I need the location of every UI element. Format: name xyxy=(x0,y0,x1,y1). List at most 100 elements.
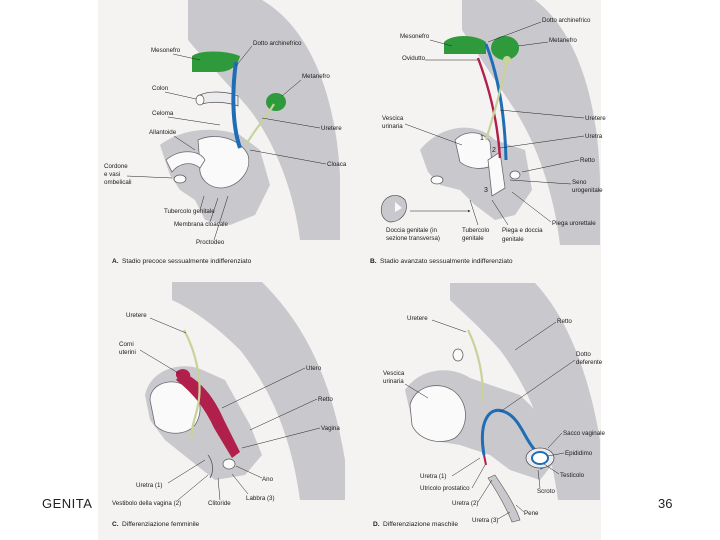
label-a-colon: Colon xyxy=(152,85,169,92)
caption-b: Stadio avanzato sessualmente indifferenz… xyxy=(380,258,513,265)
label-d-uretra1: Uretra (1) xyxy=(420,473,446,480)
label-b-genitale: genitale xyxy=(462,235,484,242)
label-d-uretere: Uretere xyxy=(407,315,428,322)
label-d-dotto: Dotto xyxy=(576,351,591,358)
label-a-tubercolo-genitale: Tubercolo genitale xyxy=(164,208,215,215)
label-c-vestibolo: Vestibolo della vagina (2) xyxy=(112,500,181,507)
panel-d-ureter xyxy=(467,329,484,403)
label-d-retto: Retto xyxy=(557,318,572,325)
panel-d: Uretere Retto Vescica urinaria Dotto def… xyxy=(373,283,606,528)
panel-d-ureter-end xyxy=(452,348,464,362)
panel-b-urogenital-sinus xyxy=(487,151,506,197)
label-d-scroto: Scroto xyxy=(537,488,555,495)
panel-c-anus xyxy=(222,458,236,470)
label-b-n1: 1 xyxy=(480,135,484,142)
label-b-genitale2: genitale xyxy=(502,236,524,243)
caption-d-letter: D. xyxy=(373,521,380,528)
panel-a-colon xyxy=(199,91,239,107)
panel-b-rectum xyxy=(509,170,521,180)
label-d-epididimo: Epididimo xyxy=(565,450,593,457)
label-d-pene: Pene xyxy=(524,510,539,517)
label-b-ovidutto: Ovidutto xyxy=(402,55,426,62)
label-b-retto: Retto xyxy=(580,157,595,164)
label-a-uretere: Uretere xyxy=(321,125,342,132)
label-a-ombelicali: ombelicali xyxy=(104,179,132,186)
label-a-e-vasi: e vasi xyxy=(104,171,120,178)
label-b-piega-urorettale: Piega urorettale xyxy=(552,220,596,227)
slide-page-number: 36 xyxy=(658,496,673,511)
panel-c-bladder xyxy=(149,381,201,434)
caption-d: Differenziazione maschile xyxy=(383,521,458,528)
label-b-uretere: Uretere xyxy=(585,115,606,122)
label-a-celoma: Celoma xyxy=(152,110,174,117)
label-c-vagina: Vagina xyxy=(321,425,340,432)
panel-b-body-wall xyxy=(420,127,532,220)
label-b-metanefro: Metanefro xyxy=(549,37,577,44)
label-d-uretra2: Uretra (2) xyxy=(452,500,478,507)
panel-a-metanephros xyxy=(266,93,286,111)
label-b-piega-e-doccia: Piega e doccia xyxy=(502,227,543,234)
panel-b-ureter xyxy=(484,59,509,141)
panel-d-testis xyxy=(531,451,549,465)
label-c-labbra: Labbra (3) xyxy=(246,495,275,502)
label-c-uretra: Uretra (1) xyxy=(136,482,162,489)
panel-c-dorsal-tissue xyxy=(172,282,345,500)
label-b-n3: 3 xyxy=(484,187,488,194)
label-d-uretra3: Uretra (3) xyxy=(472,517,498,524)
label-c-clitoride: Clitoride xyxy=(208,500,231,507)
label-c-uterini: uterini xyxy=(119,349,136,356)
caption-c: Differenziazione femminile xyxy=(122,521,200,528)
label-a-metanefro: Metanefro xyxy=(302,73,330,80)
label-a-proctodeo: Proctodeo xyxy=(196,239,225,246)
label-b-sezione-trasversa: sezione transversa) xyxy=(386,235,440,242)
label-b-vescica: Vescica xyxy=(382,115,404,122)
label-b-tubercolo: Tubercolo xyxy=(462,227,490,234)
panel-d-dorsal-tissue xyxy=(450,283,600,500)
label-b-dotto-archinefrico: Dotto archinefrico xyxy=(542,17,591,24)
label-d-vescica: Vescica xyxy=(383,370,405,377)
label-a-membrana-cloacale: Membrana cloacale xyxy=(174,221,229,228)
panel-b-ureter-bud xyxy=(503,56,511,64)
label-b-seno: Seno xyxy=(572,179,587,186)
label-c-corni: Corni xyxy=(119,341,134,348)
panel-a-mesonephros xyxy=(192,51,240,72)
panel-d-utricle xyxy=(483,454,487,466)
panel-a-cloaca xyxy=(197,136,250,189)
label-a-cordone: Cordone xyxy=(104,163,128,170)
caption-a-letter: A. xyxy=(112,258,119,265)
panel-c-uterine-horn xyxy=(176,369,191,381)
panel-a-allantois xyxy=(165,151,206,173)
panel-b-genital-groove xyxy=(380,195,407,223)
label-a-dotto-archinefrico: Dotto archinefrico xyxy=(253,40,302,47)
panel-a-umbilical-cord xyxy=(173,174,187,184)
panel-b-mesonephros xyxy=(444,36,486,54)
label-a-allantoide: Allantoide xyxy=(149,129,177,136)
label-b-n2: 2 xyxy=(492,147,496,154)
panel-b-metanephros xyxy=(491,36,519,60)
label-a-mesonefro: Mesonefro xyxy=(151,47,181,54)
panel-c: Uretere Corni uterini Utero Retto Vagina… xyxy=(112,282,345,528)
label-b-urogenitale: urogenitale xyxy=(572,187,603,194)
label-c-retto: Retto xyxy=(318,396,333,403)
label-d-urinaria: urinaria xyxy=(383,378,404,385)
label-c-ano: Ano xyxy=(262,476,274,483)
label-d-deferente: deferente xyxy=(576,359,603,366)
panel-a: Mesonefro Dotto archinefrico Metanefro C… xyxy=(104,0,347,265)
label-b-urinaria: urinaria xyxy=(382,123,403,130)
label-d-utricolo: Utricolo prostatico xyxy=(420,485,470,492)
caption-a: Stadio precoce sessualmente indifferenzi… xyxy=(122,258,252,265)
panel-c-uterus xyxy=(176,372,240,458)
panel-a-colon-end xyxy=(195,94,205,106)
label-d-sacco-vaginale: Sacco vaginale xyxy=(563,430,606,437)
slide-title-fragment: GENITA xyxy=(42,496,93,511)
panel-a-ureter xyxy=(245,103,275,146)
label-c-uretere: Uretere xyxy=(126,312,147,319)
panel-b-oviduct xyxy=(476,57,502,159)
panel-c-vestibule xyxy=(207,454,214,479)
label-d-testicolo: Testicolo xyxy=(560,472,585,479)
label-b-uretra: Uretra xyxy=(585,133,603,140)
panel-c-ureter xyxy=(183,329,201,441)
label-b-doccia-genitale: Doccia genitale (in xyxy=(386,227,437,234)
panel-d-bladder xyxy=(409,385,466,442)
